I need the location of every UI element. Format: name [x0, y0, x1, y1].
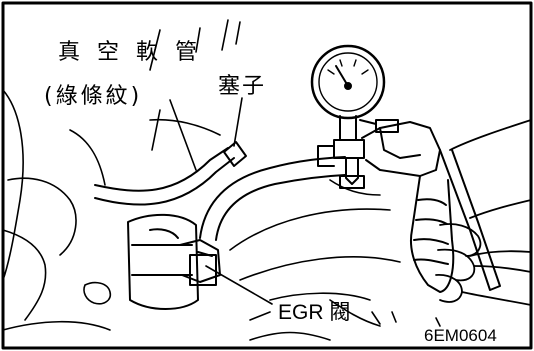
egr-leader — [205, 265, 273, 305]
label-ticks — [371, 311, 441, 327]
vacuum-hose — [94, 147, 235, 206]
vacuum-hose-label: 真 空 軟 管 — [58, 40, 202, 65]
vacuum-pump-gauge — [310, 44, 501, 293]
gauge-hose — [199, 156, 346, 241]
egr-valve — [127, 213, 221, 310]
egr-valve-label: EGR 閥 — [278, 301, 351, 324]
plug-label: 塞子 — [218, 74, 267, 99]
gauge-dial — [310, 44, 386, 120]
vacuum-hose-leaders — [151, 99, 197, 171]
vacuum-hose-note: (綠條紋) — [44, 84, 143, 109]
figure-code: 6EM0604 — [424, 326, 497, 345]
hand — [435, 119, 532, 306]
intake-contours — [229, 179, 401, 321]
engine-background-lines — [2, 19, 381, 341]
hose-plug — [223, 141, 247, 167]
plug-leader — [233, 97, 243, 147]
